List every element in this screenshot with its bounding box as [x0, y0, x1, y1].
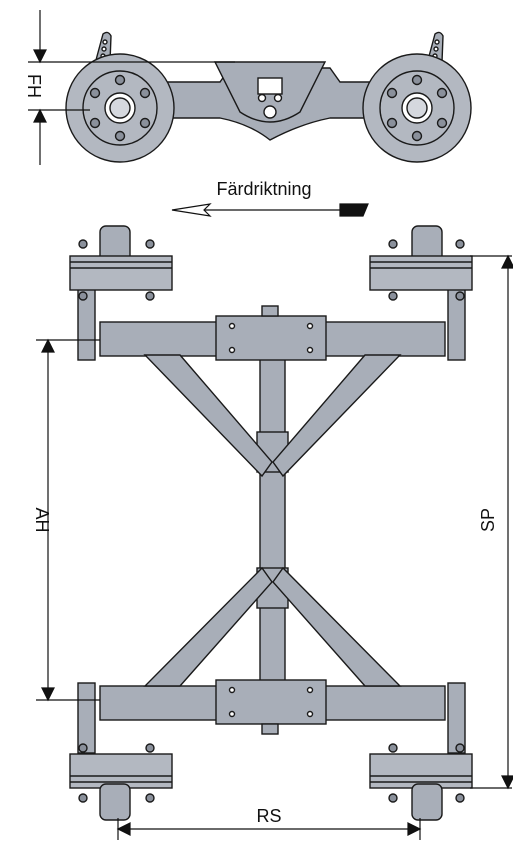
front-right-wheel — [369, 225, 473, 301]
front-left-wheel — [69, 225, 173, 301]
front-mount-plate — [215, 315, 327, 361]
ah-label: AH — [32, 507, 52, 532]
side-left-wheel — [65, 53, 175, 163]
rear-left-wheel — [69, 743, 173, 821]
side-view — [65, 31, 472, 163]
ah-dimension — [36, 338, 100, 702]
travel-direction-arrow — [171, 203, 369, 217]
rear-right-wheel — [369, 743, 473, 821]
side-right-wheel — [362, 53, 472, 163]
rs-dimension — [116, 818, 422, 840]
front-left-brace — [143, 354, 273, 478]
fh-label: FH — [24, 74, 44, 98]
sp-dimension — [470, 254, 513, 790]
sp-label: SP — [478, 508, 498, 532]
center-spine — [259, 354, 286, 688]
rs-label: RS — [256, 806, 281, 826]
rear-right-brace — [272, 566, 402, 687]
front-right-brace — [272, 354, 402, 478]
fh-dimension — [28, 10, 235, 165]
rear-left-brace — [143, 566, 273, 687]
rear-mount-plate — [215, 679, 327, 725]
travel-direction-label: Färdriktning — [216, 179, 311, 199]
top-view — [69, 225, 473, 821]
